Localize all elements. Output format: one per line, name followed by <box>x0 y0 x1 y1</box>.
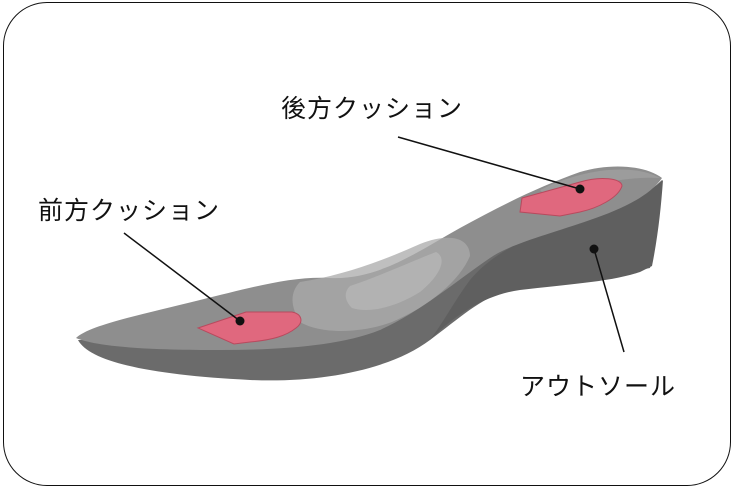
rear-cushion-pad <box>519 178 623 217</box>
rear-cushion-leader <box>397 136 581 190</box>
front-cushion-leader-dot <box>235 316 245 326</box>
front-cushion-leader <box>123 232 241 322</box>
outsole-heel-block <box>430 180 663 340</box>
outsole-label: アウトソール <box>520 372 677 401</box>
rear-cushion-label: 後方クッション <box>281 94 464 123</box>
front-cushion-pad <box>196 311 302 345</box>
outsole-leader-dot <box>589 244 599 254</box>
arch-highlight-inner <box>345 252 442 311</box>
insole-top-surface <box>76 166 662 350</box>
rear-cushion-leader-dot <box>575 184 585 194</box>
outsole-leader <box>593 248 625 353</box>
front-cushion-label: 前方クッション <box>38 196 221 225</box>
